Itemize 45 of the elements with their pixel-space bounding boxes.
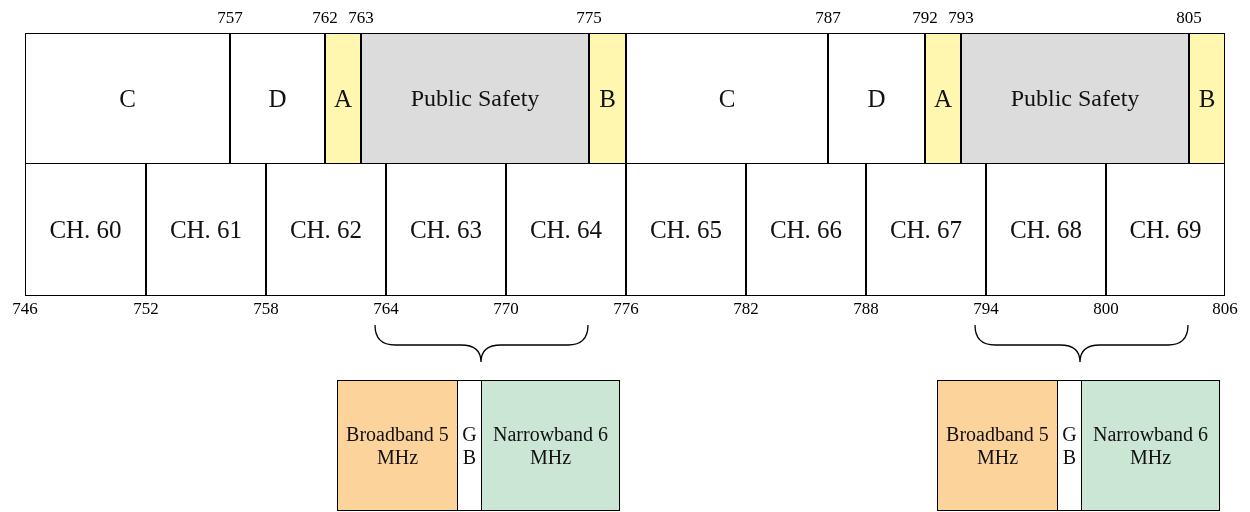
frequency-label: 792 [912,8,938,28]
frequency-label: 794 [973,299,999,319]
frequency-label: 752 [133,299,159,319]
guard-band-block: G B [1057,380,1082,511]
band-block: B [589,33,626,164]
frequency-label: 757 [217,8,243,28]
band-block: C [626,33,828,164]
channel-block: CH. 64 [506,163,626,296]
band-block: A [325,33,361,164]
channel-block: CH. 63 [386,163,506,296]
frequency-label: 770 [493,299,519,319]
channel-block: CH. 62 [266,163,386,296]
frequency-label: 758 [253,299,279,319]
frequency-label: 775 [576,8,602,28]
public-safety-block: Public Safety [961,33,1189,164]
narrowband-block: Narrowband 6 MHz [481,380,620,511]
frequency-label: 746 [12,299,38,319]
guard-band-block: G B [457,380,482,511]
frequency-label: 763 [348,8,374,28]
channel-block: CH. 69 [1106,163,1225,296]
channel-block: CH. 60 [25,163,146,296]
frequency-label: 788 [853,299,879,319]
channel-block: CH. 61 [146,163,266,296]
band-block: A [925,33,961,164]
public-safety-block: Public Safety [361,33,589,164]
frequency-label: 806 [1212,299,1238,319]
band-block: C [25,33,230,164]
frequency-label: 800 [1093,299,1119,319]
frequency-label: 793 [948,8,974,28]
band-block: D [230,33,325,164]
frequency-label: 764 [373,299,399,319]
band-block: B [1189,33,1225,164]
frequency-label: 762 [312,8,338,28]
broadband-block: Broadband 5 MHz [937,380,1058,511]
frequency-label: 787 [815,8,841,28]
channel-block: CH. 68 [986,163,1106,296]
channel-block: CH. 65 [626,163,746,296]
frequency-label: 805 [1176,8,1202,28]
narrowband-block: Narrowband 6 MHz [1081,380,1220,511]
broadband-block: Broadband 5 MHz [337,380,458,511]
channel-block: CH. 66 [746,163,866,296]
frequency-label: 782 [733,299,759,319]
channel-block: CH. 67 [866,163,986,296]
frequency-label: 776 [613,299,639,319]
band-block: D [828,33,925,164]
